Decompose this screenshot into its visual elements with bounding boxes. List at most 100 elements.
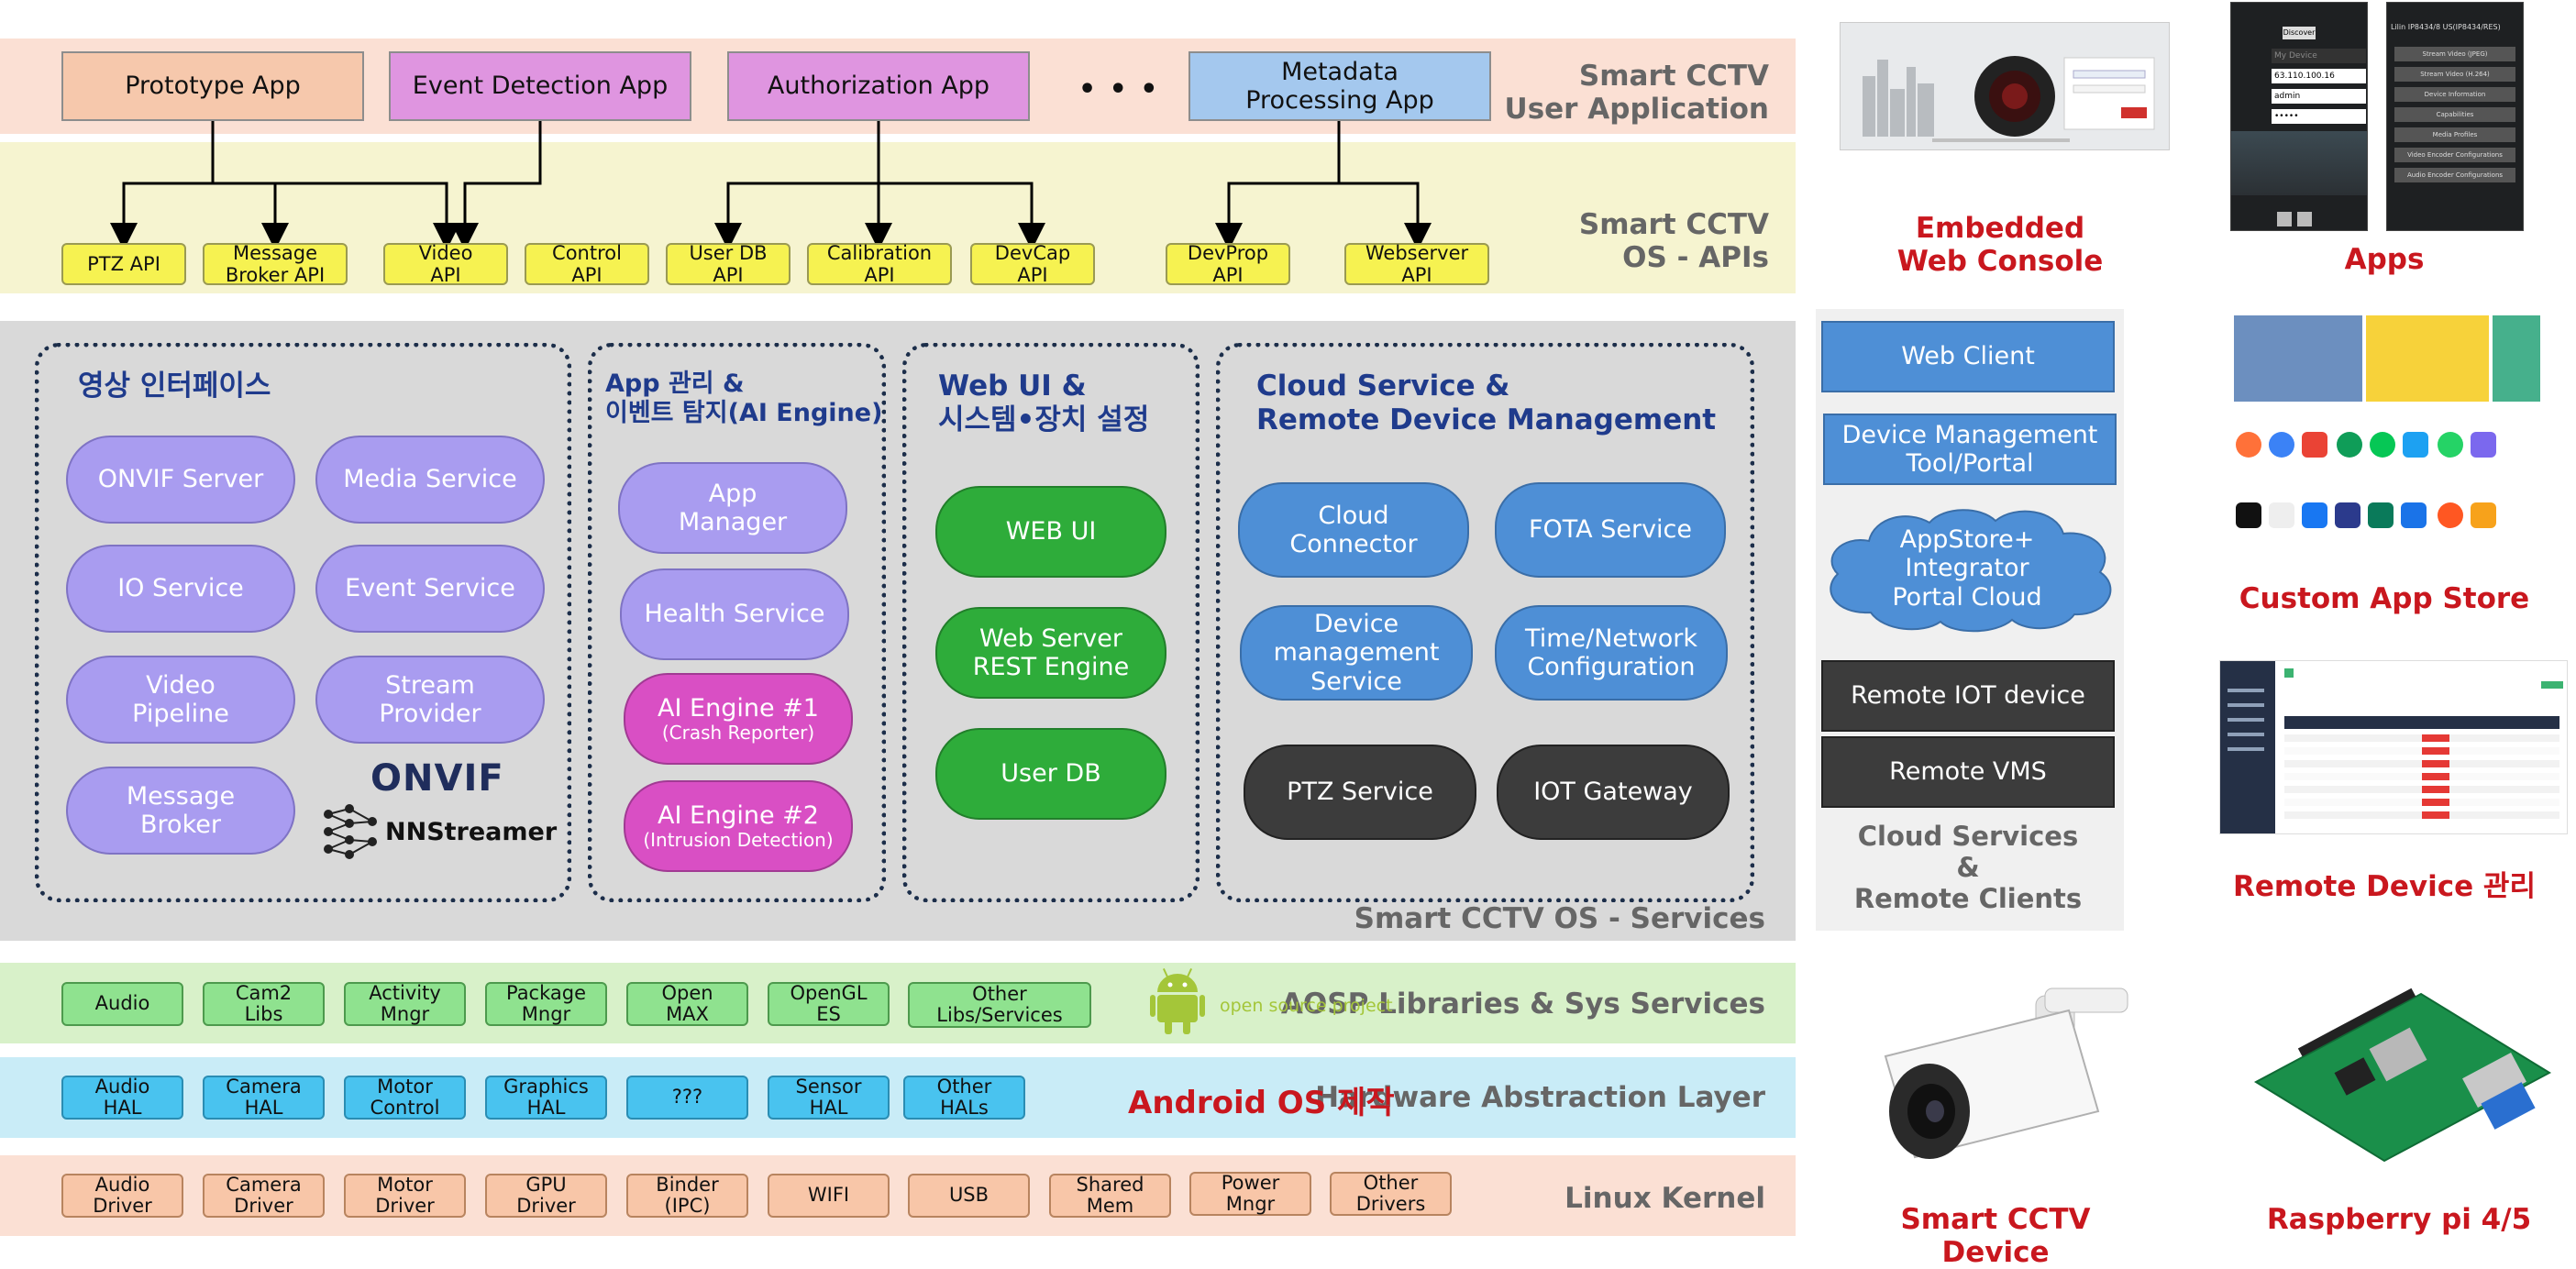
kernel-power-mngr[interactable]: Power Mngr [1189,1172,1311,1216]
hal-graphics[interactable]: Graphics HAL [485,1076,607,1120]
app-metadata-processing[interactable]: Metadata Processing App [1188,51,1491,121]
hal-unknown[interactable]: ??? [626,1076,748,1120]
hal-sensor[interactable]: Sensor HAL [768,1076,890,1120]
ai-engine-2-sub: (Intrusion Detection) [643,829,834,852]
layer-title-aosp: AOSP Libraries & Sys Services [1280,988,1765,1021]
ai-engine-1[interactable]: AI Engine #1 (Crash Reporter) [624,673,853,765]
service-time-network[interactable]: Time/Network Configuration [1495,605,1728,701]
api-calibration[interactable]: Calibration API [807,242,952,286]
api-webserver[interactable]: Webserver API [1344,242,1489,286]
aosp-audio[interactable]: Audio [61,982,183,1026]
aosp-opengl-es[interactable]: OpenGL ES [768,982,890,1026]
ai-engine-1-sub: (Crash Reporter) [661,722,815,745]
phone2-menu-7[interactable]: Audio Encoder Configurations [2394,168,2515,182]
cloud-remote-vms[interactable]: Remote VMS [1821,736,2115,808]
api-devprop[interactable]: DevProp API [1166,242,1290,286]
service-onvif-server[interactable]: ONVIF Server [66,436,295,524]
phone1-password-field[interactable]: ••••• [2272,109,2366,124]
app-authorization[interactable]: Authorization App [727,51,1030,121]
android-icon [1150,968,1205,1034]
nnstreamer-logo-icon [324,804,377,859]
kernel-audio-driver[interactable]: Audio Driver [61,1174,183,1218]
group-app-management [588,343,886,902]
phone1-address-field[interactable]: 63.110.100.16 [2272,69,2366,83]
service-cloud-connector[interactable]: Cloud Connector [1238,482,1469,578]
ai-engine-1-label: AI Engine #1 [658,693,819,723]
aosp-cam2-libs[interactable]: Cam2 Libs [203,982,325,1026]
service-event[interactable]: Event Service [315,545,545,633]
kernel-gpu-driver[interactable]: GPU Driver [485,1174,607,1218]
group-cloud-service [1216,343,1754,902]
service-media[interactable]: Media Service [315,436,545,524]
api-ptz[interactable]: PTZ API [61,243,186,285]
web-console-screenshot [1840,22,2170,150]
hal-other[interactable]: Other HALs [903,1076,1025,1120]
kernel-binder[interactable]: Binder (IPC) [626,1174,748,1218]
cloud-appstore-portal[interactable]: AppStore+ Integrator Portal Cloud [1892,525,2042,612]
service-stream-provider[interactable]: Stream Provider [315,656,545,744]
api-video[interactable]: Video API [383,242,508,286]
aosp-activity-mngr[interactable]: Activity Mngr [344,982,466,1026]
service-io[interactable]: IO Service [66,545,295,633]
hal-audio[interactable]: Audio HAL [61,1076,183,1120]
group-app-title: App 관리 & 이벤트 탐지(AI Engine) [605,370,883,428]
service-video-pipeline[interactable]: Video Pipeline [66,656,295,744]
api-user-db[interactable]: User DB API [666,242,790,286]
service-health[interactable]: Health Service [620,568,849,660]
apps-phone-2: Lilin IP8434/8 US(IP8434/RES) Stream Vid… [2386,2,2524,231]
caption-app-store: Custom App Store [2239,582,2530,615]
cloud-remote-iot-device[interactable]: Remote IOT device [1821,660,2115,732]
service-web-ui[interactable]: WEB UI [935,486,1166,578]
api-control[interactable]: Control API [525,242,649,286]
group-web-title: Web UI & 시스템•장치 설정 [938,370,1150,437]
caption-web-console: Embedded Web Console [1896,212,2104,278]
phone2-menu-4[interactable]: Capabilities [2394,107,2515,122]
onvif-logo: ONVIF [370,757,504,800]
aosp-other-libs[interactable]: Other Libs/Services [908,982,1091,1028]
cloud-device-management-tool[interactable]: Device Management Tool/Portal [1823,414,2117,485]
service-device-management[interactable]: Device management Service [1240,605,1473,701]
service-user-db[interactable]: User DB [935,728,1166,820]
hal-camera[interactable]: Camera HAL [203,1076,325,1120]
group-video-title: 영상 인터페이스 [78,370,271,403]
kernel-motor-driver[interactable]: Motor Driver [344,1174,466,1218]
phone1-discover-button[interactable]: Discover [2283,27,2316,39]
phone1-user-field[interactable]: admin [2272,89,2366,104]
phone2-menu-3[interactable]: Device Information [2394,87,2515,102]
api-message-broker[interactable]: Message Broker API [203,242,348,286]
app-prototype[interactable]: Prototype App [61,51,364,121]
phone1-ok-button[interactable] [2277,212,2292,226]
group-web-ui [902,343,1200,902]
ai-engine-2-label: AI Engine #2 [658,800,819,830]
service-iot-gateway[interactable]: IOT Gateway [1497,745,1730,840]
hal-motor-control[interactable]: Motor Control [344,1076,466,1120]
phone2-menu-1[interactable]: Stream Video (JPEG) [2394,47,2515,61]
phone2-menu-5[interactable]: Media Profiles [2394,127,2515,142]
android-os-label: Android OS 제작 [1128,1085,1395,1121]
phone2-menu-6[interactable]: Video Encoder Configurations [2394,148,2515,162]
service-web-server-rest[interactable]: Web Server REST Engine [935,607,1166,699]
nnstreamer-logo: NNStreamer [385,818,558,846]
phone2-menu-2[interactable]: Stream Video (H.264) [2394,67,2515,82]
service-message-broker[interactable]: Message Broker [66,767,295,855]
app-event-detection[interactable]: Event Detection App [389,51,691,121]
api-devcap[interactable]: DevCap API [970,242,1095,286]
cloud-panel-caption: Cloud Services & Remote Clients [1853,821,2083,915]
kernel-other-drivers[interactable]: Other Drivers [1330,1172,1452,1216]
ai-engine-2[interactable]: AI Engine #2 (Intrusion Detection) [624,780,853,872]
cloud-web-client[interactable]: Web Client [1821,321,2115,392]
api-connectors [110,121,1432,250]
kernel-shared-mem[interactable]: Shared Mem [1049,1174,1171,1218]
service-ptz[interactable]: PTZ Service [1244,745,1476,840]
kernel-usb[interactable]: USB [908,1174,1030,1218]
group-video-interface [35,343,571,902]
phone1-device-field[interactable]: My Device [2272,49,2366,63]
kernel-camera-driver[interactable]: Camera Driver [203,1174,325,1218]
service-app-manager[interactable]: App Manager [618,462,847,554]
aosp-open-max[interactable]: Open MAX [626,982,748,1026]
aosp-package-mngr[interactable]: Package Mngr [485,982,607,1026]
phone1-cancel-button[interactable] [2297,212,2312,226]
kernel-wifi[interactable]: WIFI [768,1174,890,1218]
caption-remote-device: Remote Device 관리 [2233,870,2536,903]
service-fota[interactable]: FOTA Service [1495,482,1726,578]
